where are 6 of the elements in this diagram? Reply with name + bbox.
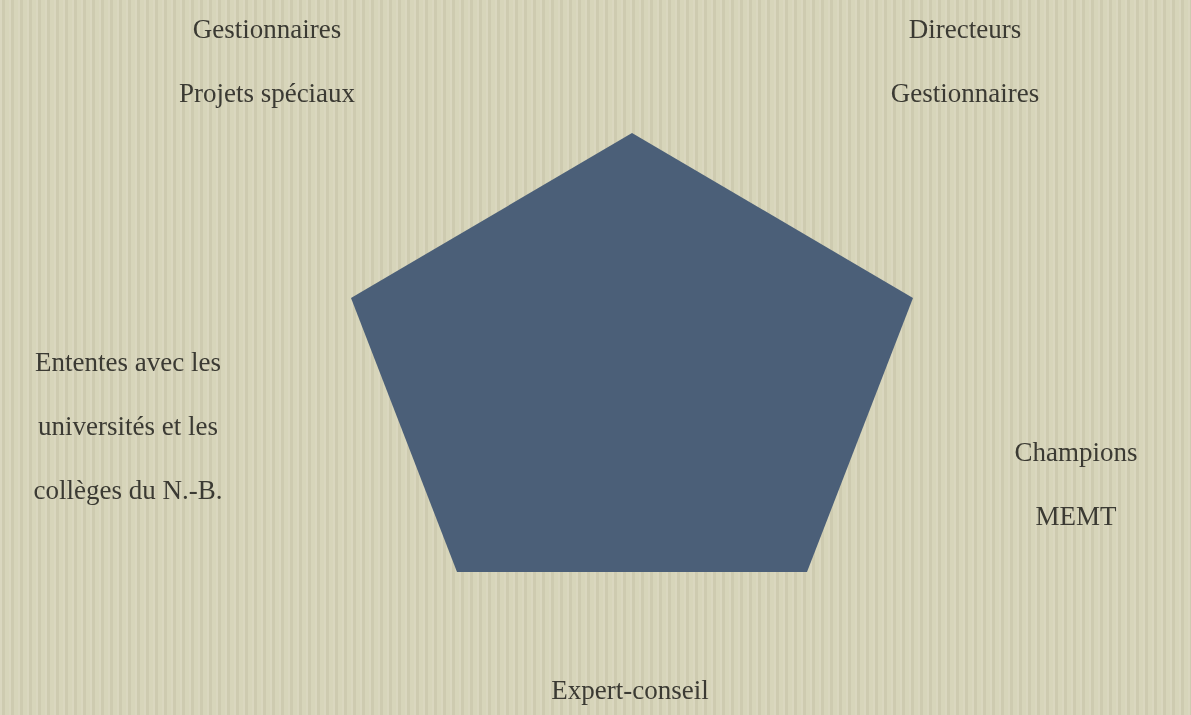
label-text: Ententes avec les universités et les collèges du N.-B. [32, 346, 224, 507]
label-text: Gestionnaires Projets spéciaux [177, 13, 357, 110]
label-text: Expert-conseil [550, 674, 710, 707]
pentagon [351, 133, 913, 572]
label-text: Champions MEMT [1013, 436, 1139, 533]
label-text: Directeurs Gestionnaires [889, 13, 1041, 110]
